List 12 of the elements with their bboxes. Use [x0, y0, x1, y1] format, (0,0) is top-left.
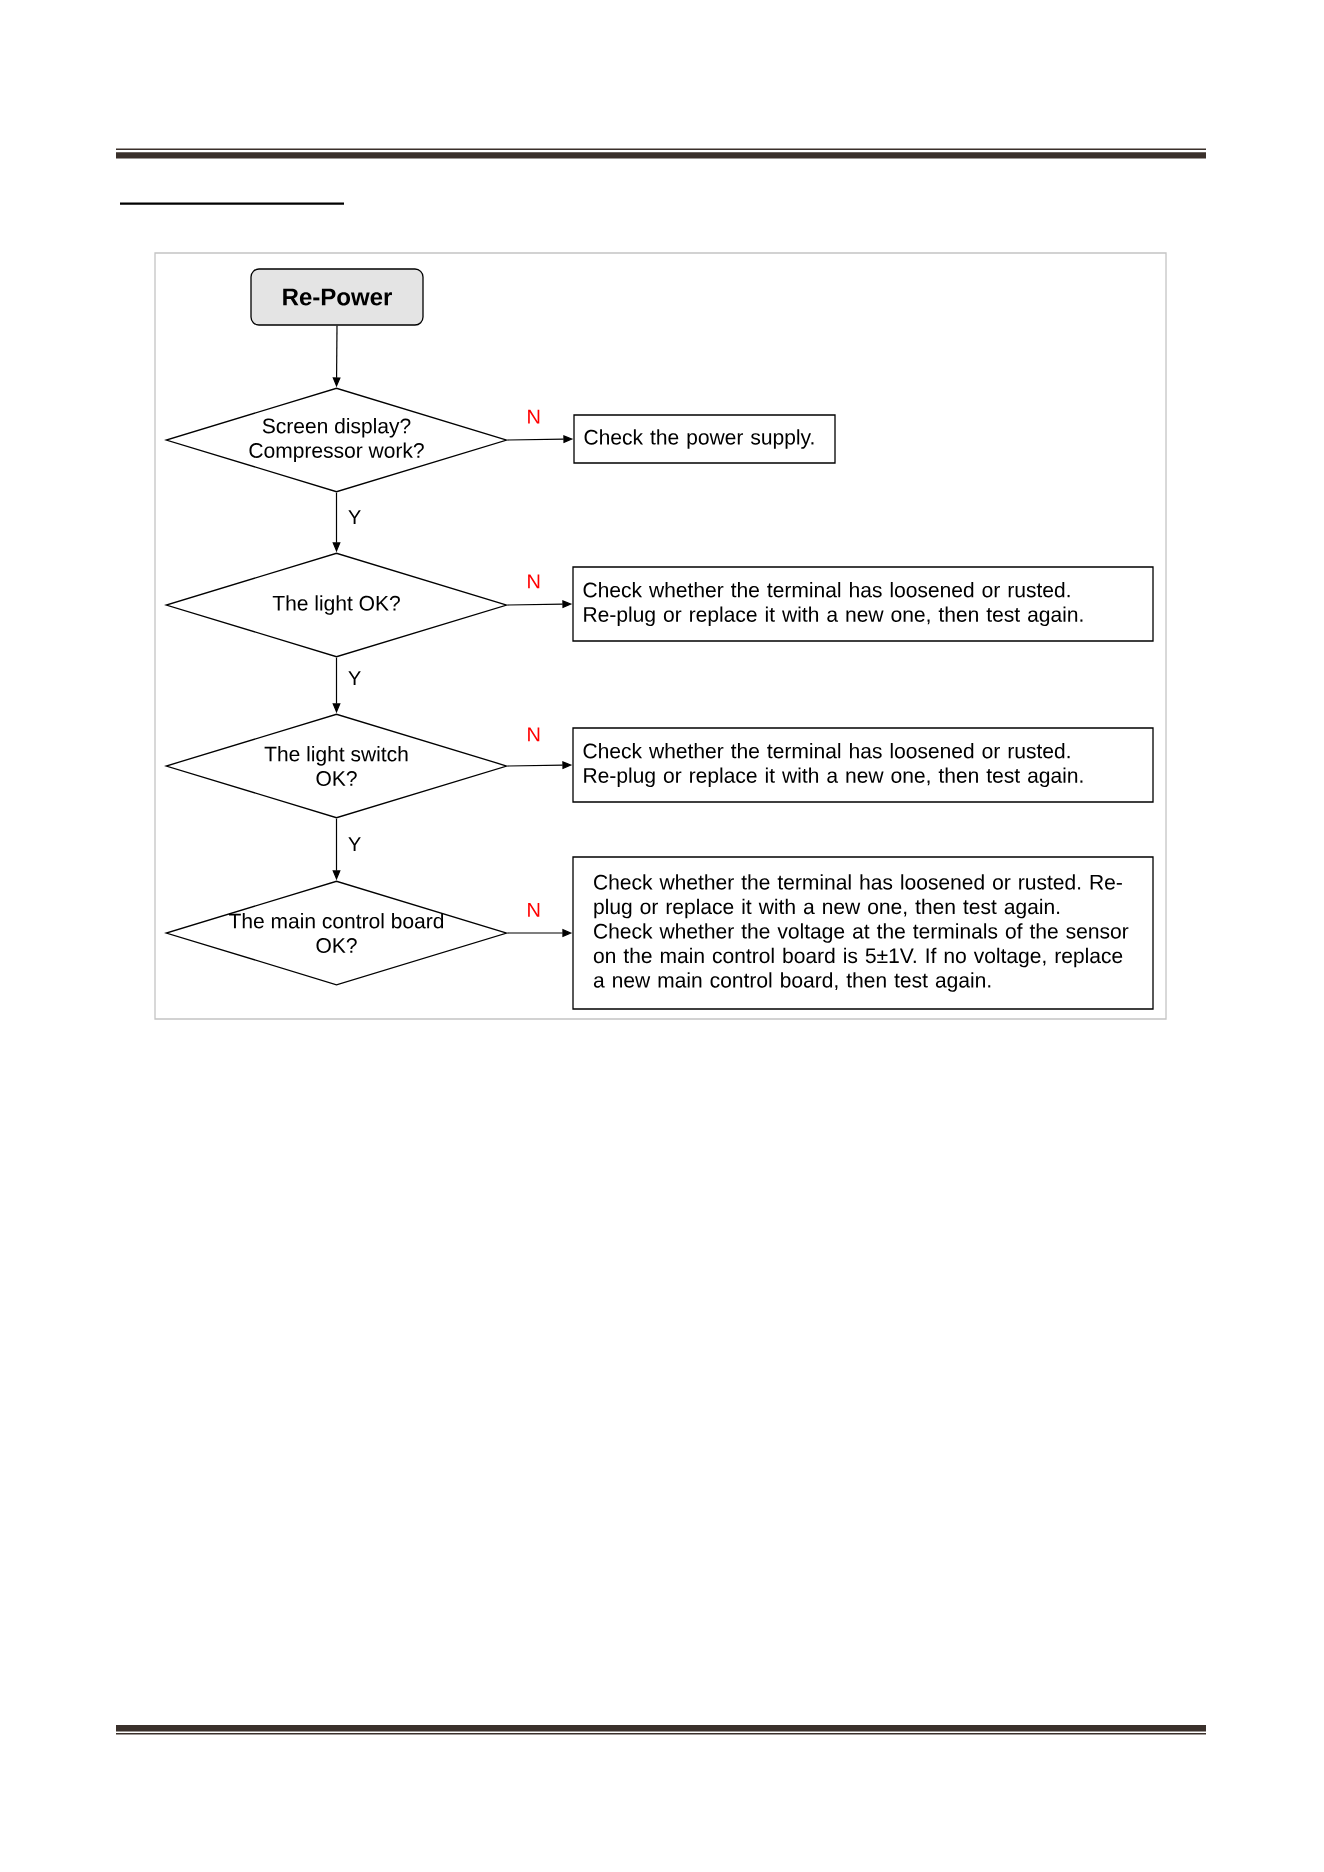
- start-box: Re-Power: [250, 268, 424, 326]
- edge-label: Y: [346, 836, 363, 852]
- edge-label: Y: [346, 670, 363, 686]
- edge-label: N: [525, 901, 542, 918]
- process-box: Check whether the terminal has loosened or rusted. Re-plug or replace it with a new one, then test again. Check whether the voltage at the terminals of the sensor on the main control board is 5±1V. If no voltage, replace a new main control board, then test again.: [572, 856, 1154, 1010]
- edge-label: N: [525, 408, 542, 425]
- process-box: Check the power supply.: [573, 414, 836, 464]
- edge-label: N: [525, 573, 542, 590]
- process-box: Check whether the terminal has loosened or rusted. Re-plug or replace it with a new one, then test again.: [572, 566, 1154, 642]
- process-box: Check whether the terminal has loosened or rusted. Re-plug or replace it with a new one, then test again.: [572, 727, 1154, 803]
- edge-label: N: [525, 726, 542, 743]
- edge-label: Y: [346, 509, 363, 525]
